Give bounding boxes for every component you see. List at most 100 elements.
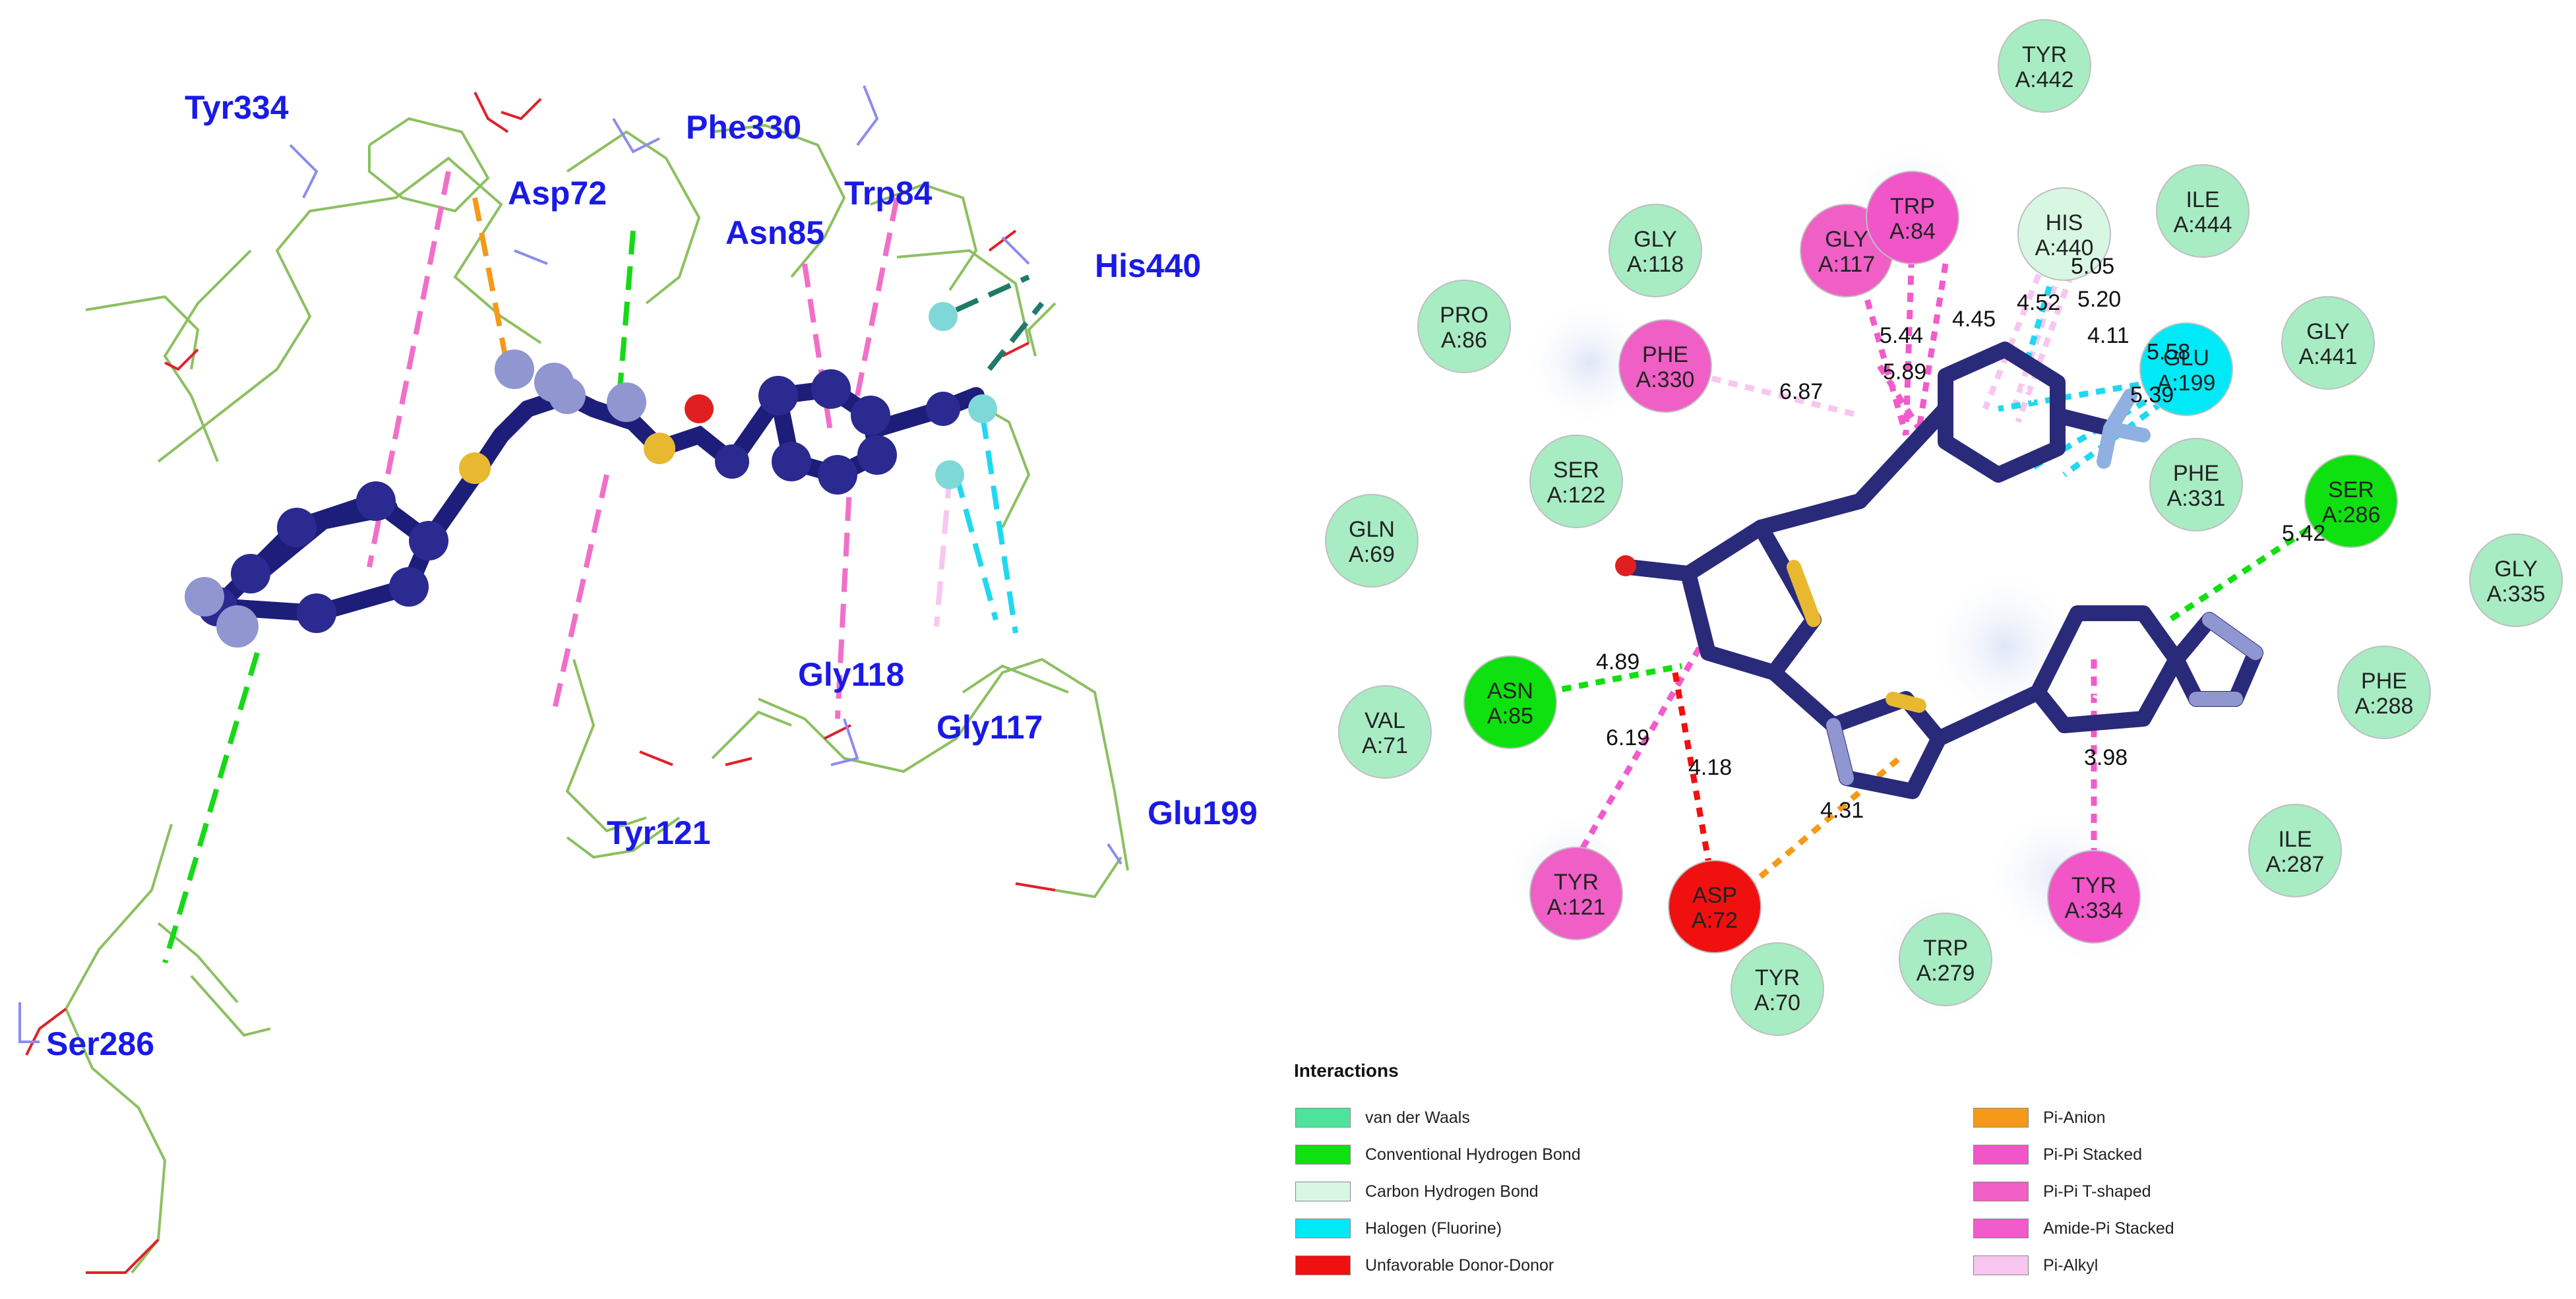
label-gly118: Gly118 (798, 656, 904, 693)
legend-item: Conventional Hydrogen Bond (1295, 1143, 1581, 1166)
distance-label: 5.58 (2147, 340, 2190, 365)
residue-chain: A:335 (2487, 582, 2546, 607)
distance-label: 6.87 (1779, 379, 1823, 404)
ligand-2d-aromatic-dashes (1967, 378, 2141, 700)
label-ser286: Ser286 (46, 1025, 154, 1062)
protein-polar-atoms (18, 85, 1122, 1274)
distance-label: 5.89 (1883, 359, 1926, 384)
residue-chain: A:85 (1487, 704, 1533, 729)
residue-disc (2017, 187, 2111, 281)
residue-disc (1338, 685, 1432, 779)
residue-labels-3d: Tyr334 Asp72 Phe330 Asn85 Trp84 His440 G… (46, 89, 1258, 1062)
legend-swatch (1295, 1108, 1351, 1128)
legend-label: Halogen (Fluorine) (1365, 1219, 1502, 1238)
distance-label: 4.18 (1688, 755, 1732, 780)
legend-swatch (1973, 1182, 2029, 1201)
distance-label: 6.19 (1606, 725, 1649, 750)
legend-swatch (1295, 1182, 1351, 1201)
label-gly117: Gly117 (936, 709, 1043, 746)
residue-chain: A:286 (2322, 502, 2381, 528)
distance-label: 5.20 (2077, 287, 2121, 312)
legend-label: Unfavorable Donor-Donor (1365, 1255, 1554, 1275)
legend-item: Unfavorable Donor-Donor (1295, 1254, 1554, 1277)
protein-sticks (64, 117, 1129, 1274)
carbonyl-oxygen (1615, 555, 1636, 576)
legend-swatch (1973, 1108, 2029, 1128)
residue-chain: A:441 (2299, 344, 2358, 369)
distance-label: 5.39 (2130, 382, 2174, 408)
residue-chain: A:288 (2355, 694, 2414, 719)
residue-name: PHE (2173, 461, 2219, 486)
residue-chain: A:117 (1818, 252, 1875, 277)
label-phe330: Phe330 (686, 109, 801, 146)
distance-label: 4.52 (2017, 290, 2060, 315)
residue-name: ILE (2278, 827, 2312, 852)
residue-name: VAL (1365, 708, 1405, 733)
residue-disc (1463, 655, 1557, 749)
distance-label: 3.98 (2084, 745, 2128, 770)
legend-label: Pi-Anion (2043, 1108, 2106, 1127)
distance-label: 4.11 (2087, 323, 2130, 348)
ligand-2d (1621, 342, 2263, 799)
residue-chain: A:72 (1692, 908, 1738, 933)
distance-label: 4.45 (1952, 307, 1996, 332)
distance-label: 5.44 (1880, 323, 1923, 348)
label-asn85: Asn85 (725, 214, 824, 251)
residue-name: GLY (1634, 227, 1677, 252)
residue-name: TRP (1890, 194, 1935, 219)
residue-chain: A:440 (2035, 235, 2094, 260)
residue-name: ASP (1692, 883, 1737, 908)
distance-labels: 5.44 5.89 6.87 4.45 4.52 5.05 5.20 4.11 … (1596, 254, 2325, 823)
residue-chain: A:334 (2065, 898, 2124, 923)
residue-disc (2304, 454, 2398, 548)
label-his440: His440 (1095, 247, 1201, 284)
residue-chain: A:199 (2157, 371, 2216, 396)
legend-item: Pi-Pi T-shaped (1973, 1180, 2151, 1203)
residue-name: TYR (1554, 870, 1599, 895)
legend-item: Pi-Alkyl (1973, 1254, 2098, 1277)
3d-interaction-view: Tyr334 Asp72 Phe330 Asn85 Trp84 His440 G… (18, 85, 1258, 1274)
residue-chain: A:122 (1547, 483, 1606, 508)
legend-label: van der Waals (1365, 1108, 1470, 1127)
residue-disc (1899, 913, 1992, 1006)
residue-disc (1731, 942, 1824, 1036)
legend-item: van der Waals (1295, 1106, 1470, 1129)
residue-disc (1998, 19, 2091, 113)
residue-chain: A:442 (2015, 67, 2074, 92)
residue-disc (2337, 646, 2431, 739)
residue-name: TYR (2022, 42, 2067, 67)
residue-disc (1529, 847, 1623, 940)
legend-item: Carbon Hydrogen Bond (1295, 1180, 1539, 1203)
legend-swatch (1973, 1219, 2029, 1238)
residue-name: TRP (1923, 936, 1968, 961)
residue-chain: A:118 (1627, 252, 1684, 277)
residue-name: GLY (1825, 227, 1868, 252)
label-asp72: Asp72 (508, 175, 607, 212)
legend-label: Amide-Pi Stacked (2043, 1219, 2174, 1238)
residue-chain: A:71 (1362, 733, 1408, 758)
label-trp84: Trp84 (844, 175, 933, 212)
legend-item: Amide-Pi Stacked (1973, 1217, 2174, 1240)
residue-name: GLU (2163, 346, 2209, 371)
residue-name: TYR (2071, 873, 2116, 898)
legend-swatch (1295, 1219, 1351, 1238)
ligand-atoms (185, 302, 997, 648)
legend-item: Halogen (Fluorine) (1295, 1217, 1502, 1240)
residue-disc (1618, 319, 1712, 413)
residue-name: GLY (2494, 557, 2538, 582)
ligand-3d (185, 302, 997, 648)
